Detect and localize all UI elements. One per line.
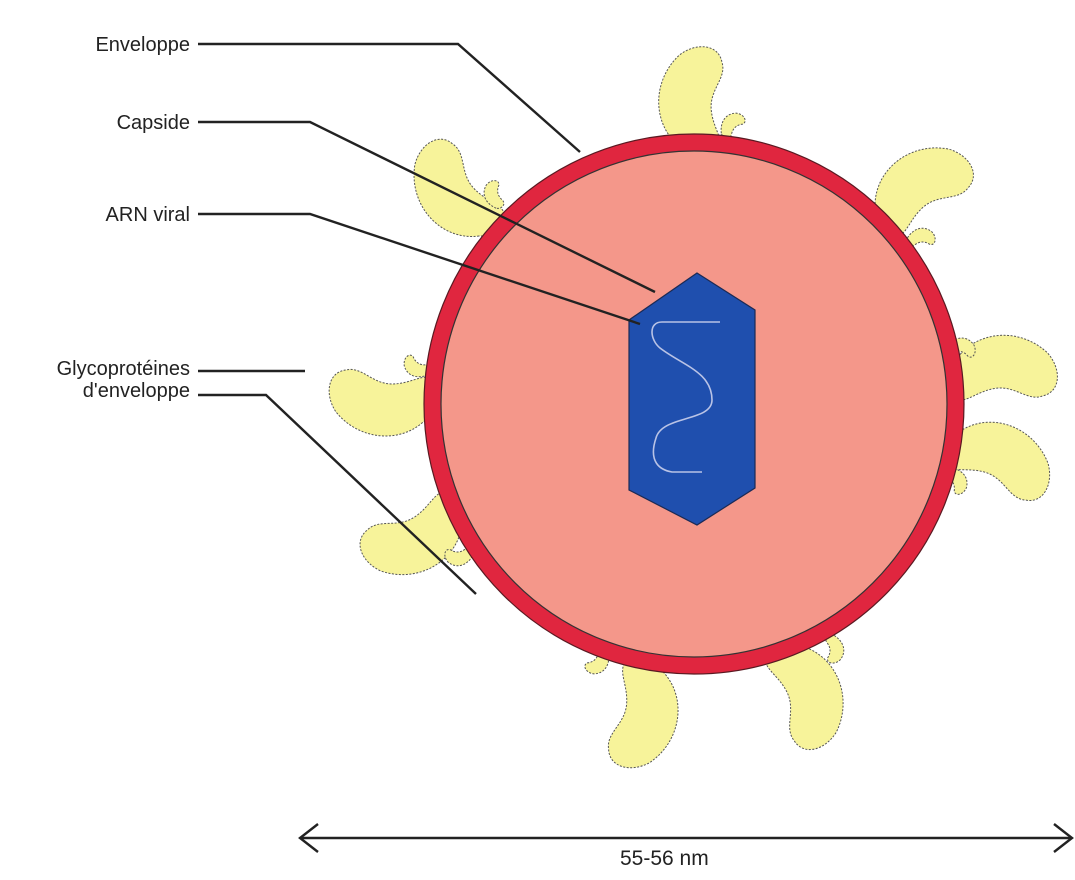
scale-label: 55-56 nm: [620, 848, 709, 870]
label-envelope: Enveloppe: [95, 34, 190, 56]
label-glycoproteins-line2: d'enveloppe: [57, 380, 190, 402]
glycoprotein: [329, 369, 439, 436]
glycoprotein: [607, 657, 683, 772]
leader-line-envelope: [198, 44, 580, 152]
label-viral-rna: ARN viral: [106, 204, 190, 226]
label-glycoproteins-line1: Glycoprotéines: [57, 358, 190, 380]
label-glycoproteins: Glycoprotéines d'enveloppe: [57, 358, 190, 402]
label-capsid: Capside: [117, 112, 190, 134]
capsid: [629, 273, 755, 525]
